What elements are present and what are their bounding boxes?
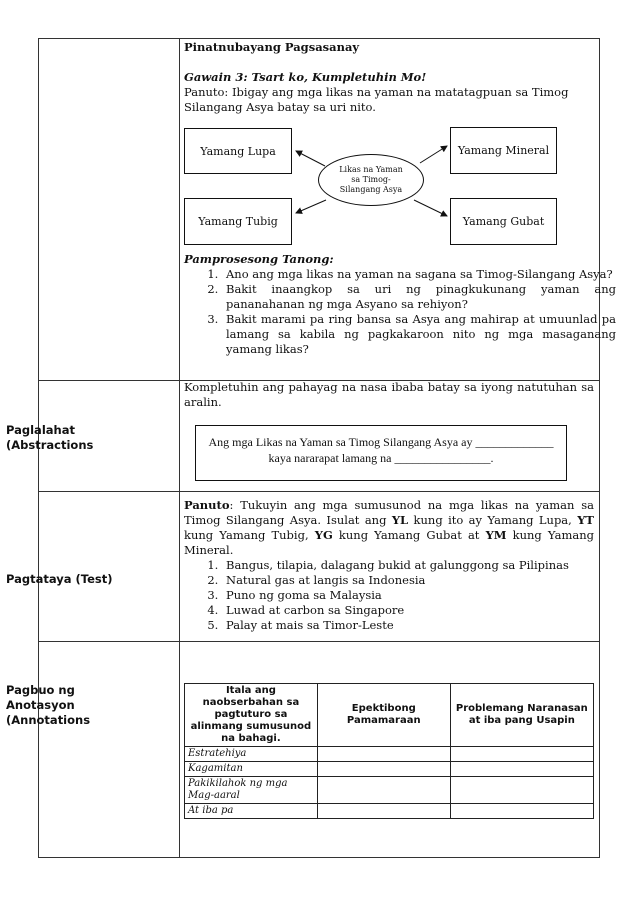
diagram-box-yamang-lupa: Yamang Lupa [184,128,292,174]
abstractions-instruction: Kompletuhin ang pahayag na nasa ibaba ba… [184,380,594,409]
instr-part: kung ito ay Yamang Lupa, [408,513,578,527]
table-row: Kagamitan [184,761,595,777]
code-yg: YG [314,528,333,542]
table-cell[interactable] [316,761,451,777]
test-item: Luwad at carbon sa Singapore [222,603,616,618]
row-label: Kagamitan [184,761,318,777]
diagram-box-yamang-gubat: Yamang Gubat [450,198,557,245]
instr-part: kung Yamang Gubat at [332,528,486,542]
test-items: Bangus, tilapia, dalagang bukid at galun… [200,558,616,633]
table-header-row: Itala ang naobserbahan sa pagtuturo sa a… [184,683,595,747]
section-heading: Pinatnubayang Pagsasanay [184,40,360,54]
question-item: Bakit inaangkop sa uri ng pinagkukunang … [222,282,616,312]
table-cell[interactable] [449,761,595,777]
code-yl: YL [391,513,409,527]
observation-table: Itala ang naobserbahan sa pagtuturo sa a… [184,683,595,819]
row-divider-3 [39,641,599,642]
activity-instructions: Panuto: Ibigay ang mga likas na yaman na… [184,85,569,114]
code-ym: YM [485,528,507,542]
question-item: Bakit marami pa ring bansa sa Asya ang m… [222,312,616,357]
row-divider-2 [39,491,599,492]
diagram-box-yamang-mineral: Yamang Mineral [450,127,557,174]
header-problems: Problemang Naranasan at iba pang Usapin [449,683,595,747]
column-divider [179,39,180,857]
completion-sentence-box: Ang mga Likas na Yaman sa Timog Silangan… [195,425,567,481]
sentence-line-1: Ang mga Likas na Yaman sa Timog Silangan… [208,435,554,449]
table-cell[interactable] [316,776,451,804]
header-effective-method: Epektibong Pamamaraan [316,683,451,747]
processing-questions: Ano ang mga likas na yaman na sagana sa … [200,267,616,357]
instr-part: kung Yamang Tubig, [184,528,315,542]
diagram-center-ellipse: Likas na Yaman sa Timog-Silangang Asya [318,154,424,206]
instr-part: kung Yamang Mineral. [184,528,594,557]
sentence-line-2: kaya nararapat lamang na _______________… [268,451,494,465]
row-divider-1 [39,380,599,381]
activity-title: Gawain 3: Tsart ko, Kumpletuhin Mo! [184,70,427,84]
test-item: Palay at mais sa Timor-Leste [222,618,616,633]
test-item: Natural gas at langis sa Indonesia [222,573,616,588]
instr-part: : Tukuyin ang mga sumusunod na mga likas… [184,498,594,527]
table-cell[interactable] [449,803,595,819]
test-label: Pagtataya (Test) [6,572,113,586]
lesson-plan-table [38,38,600,858]
panuto-label: Panuto [184,498,230,512]
table-cell[interactable] [449,746,595,762]
test-item: Bangus, tilapia, dalagang bukid at galun… [222,558,616,573]
table-row: At iba pa [184,803,595,819]
annotations-label: Pagbuo ng Anotasyon (Annotations [6,683,91,727]
table-cell[interactable] [449,776,595,804]
table-row: Estratehiya [184,746,595,762]
row-label: Pakikilahok ng mga Mag-aaral [184,776,318,804]
diagram-box-yamang-tubig: Yamang Tubig [184,198,292,245]
test-instructions: Panuto: Tukuyin ang mga sumusunod na mga… [184,498,594,558]
question-item: Ano ang mga likas na yaman na sagana sa … [222,267,616,282]
code-yt: YT [577,513,594,527]
row-label: Estratehiya [184,746,318,762]
questions-title: Pamprosesong Tanong: [184,252,334,266]
test-item: Puno ng goma sa Malaysia [222,588,616,603]
row-label: At iba pa [184,803,318,819]
table-cell[interactable] [316,746,451,762]
table-row: Pakikilahok ng mga Mag-aaral [184,776,595,804]
diagram-center-label: Likas na Yaman sa Timog-Silangang Asya [339,165,403,194]
header-observed: Itala ang naobserbahan sa pagtuturo sa a… [184,683,318,747]
table-cell[interactable] [316,803,451,819]
abstractions-label: Paglalahat (Abstractions [6,423,94,452]
